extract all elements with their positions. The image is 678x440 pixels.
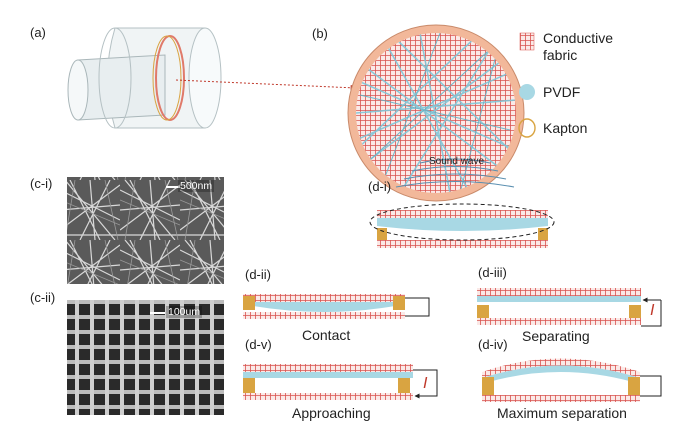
device-d-iii — [477, 288, 662, 327]
kapton-swatch — [518, 118, 536, 138]
caption-separating: Separating — [522, 328, 590, 344]
legend-conductive-line2: fabric — [543, 47, 578, 63]
sem-nanofibers — [67, 177, 224, 284]
legend-kapton: Kapton — [543, 120, 588, 136]
current-symbol-d-iii: I — [650, 302, 655, 319]
label-d-v: (d-v) — [245, 337, 272, 352]
label-d-i: (d-i) — [368, 179, 392, 194]
caption-max-separation: Maximum separation — [497, 405, 627, 421]
label-d-iii: (d-iii) — [478, 265, 507, 280]
membrane-disc — [347, 24, 525, 202]
legend-conductive-line1: Conductive — [543, 30, 614, 46]
label-c-i: (c-i) — [30, 176, 53, 191]
label-b: (b) — [312, 26, 328, 41]
sem-mesh — [67, 300, 224, 415]
legend-pvdf: PVDF — [543, 84, 581, 100]
caption-contact: Contact — [302, 327, 351, 343]
current-symbol-d-v: I — [423, 375, 428, 392]
device-d-v — [243, 364, 438, 400]
label-d-ii: (d-ii) — [245, 267, 271, 282]
conductive-fabric-swatch — [519, 32, 535, 51]
device-d-ii — [243, 294, 430, 319]
sound-wave-label: Sound wave — [429, 156, 485, 167]
caption-approaching: Approaching — [292, 405, 371, 421]
label-d-iv: (d-iv) — [478, 337, 508, 352]
device-d-iv — [482, 358, 662, 402]
pvdf-swatch — [519, 84, 535, 100]
scale-bar-ci: 500nm — [178, 180, 215, 192]
device-d-i — [369, 158, 555, 248]
scale-bar-cii: 100um — [166, 306, 203, 318]
tube-illustration — [67, 27, 357, 129]
label-c-ii: (c-ii) — [30, 290, 56, 305]
label-a: (a) — [30, 25, 46, 40]
